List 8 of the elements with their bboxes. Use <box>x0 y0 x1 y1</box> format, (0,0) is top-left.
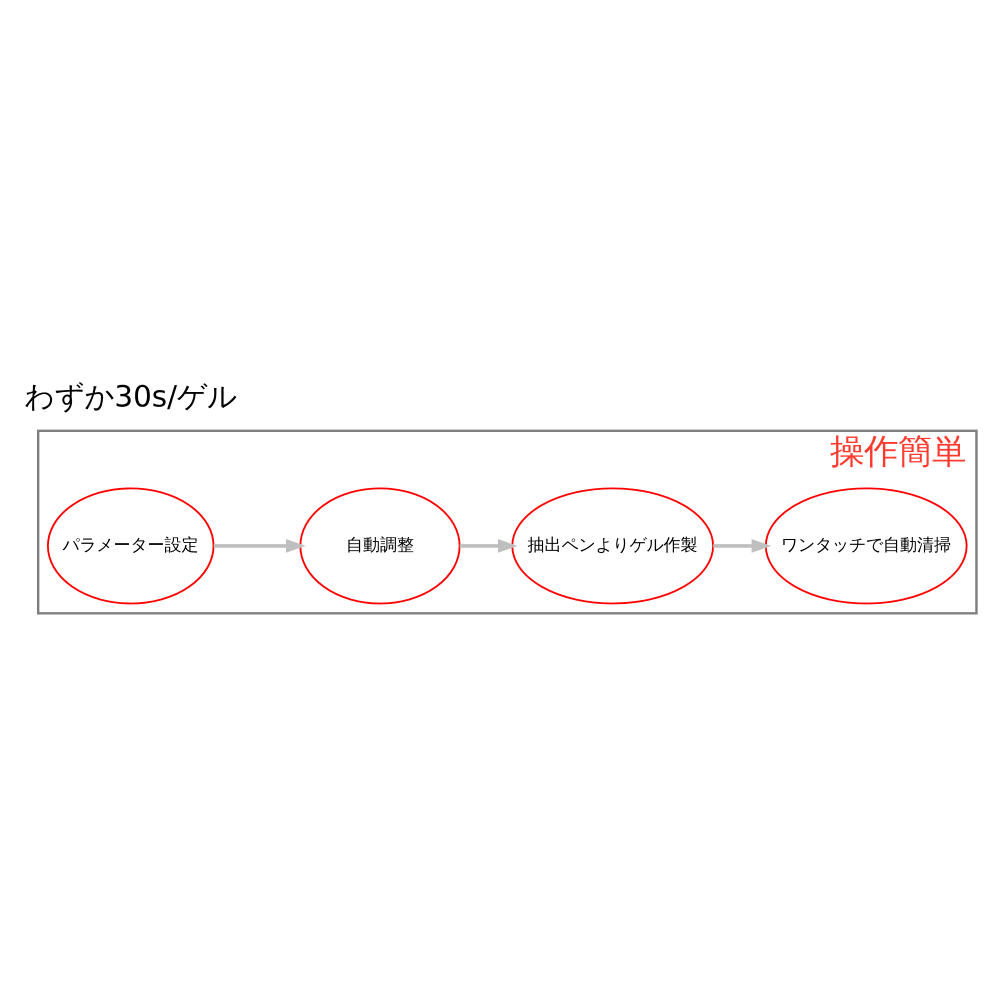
node-ellipse: 抽出ペンよりゲル作製 <box>511 487 714 604</box>
arrow <box>713 539 772 553</box>
node-ellipse: パラメーター設定 <box>46 487 214 604</box>
node-ellipse: ワンタッチで自動清掃 <box>764 487 968 604</box>
node-ellipse: 自動調整 <box>299 487 461 604</box>
arrow <box>460 539 518 553</box>
arrow <box>214 539 306 553</box>
label: わずか30s/ゲル <box>24 380 238 414</box>
